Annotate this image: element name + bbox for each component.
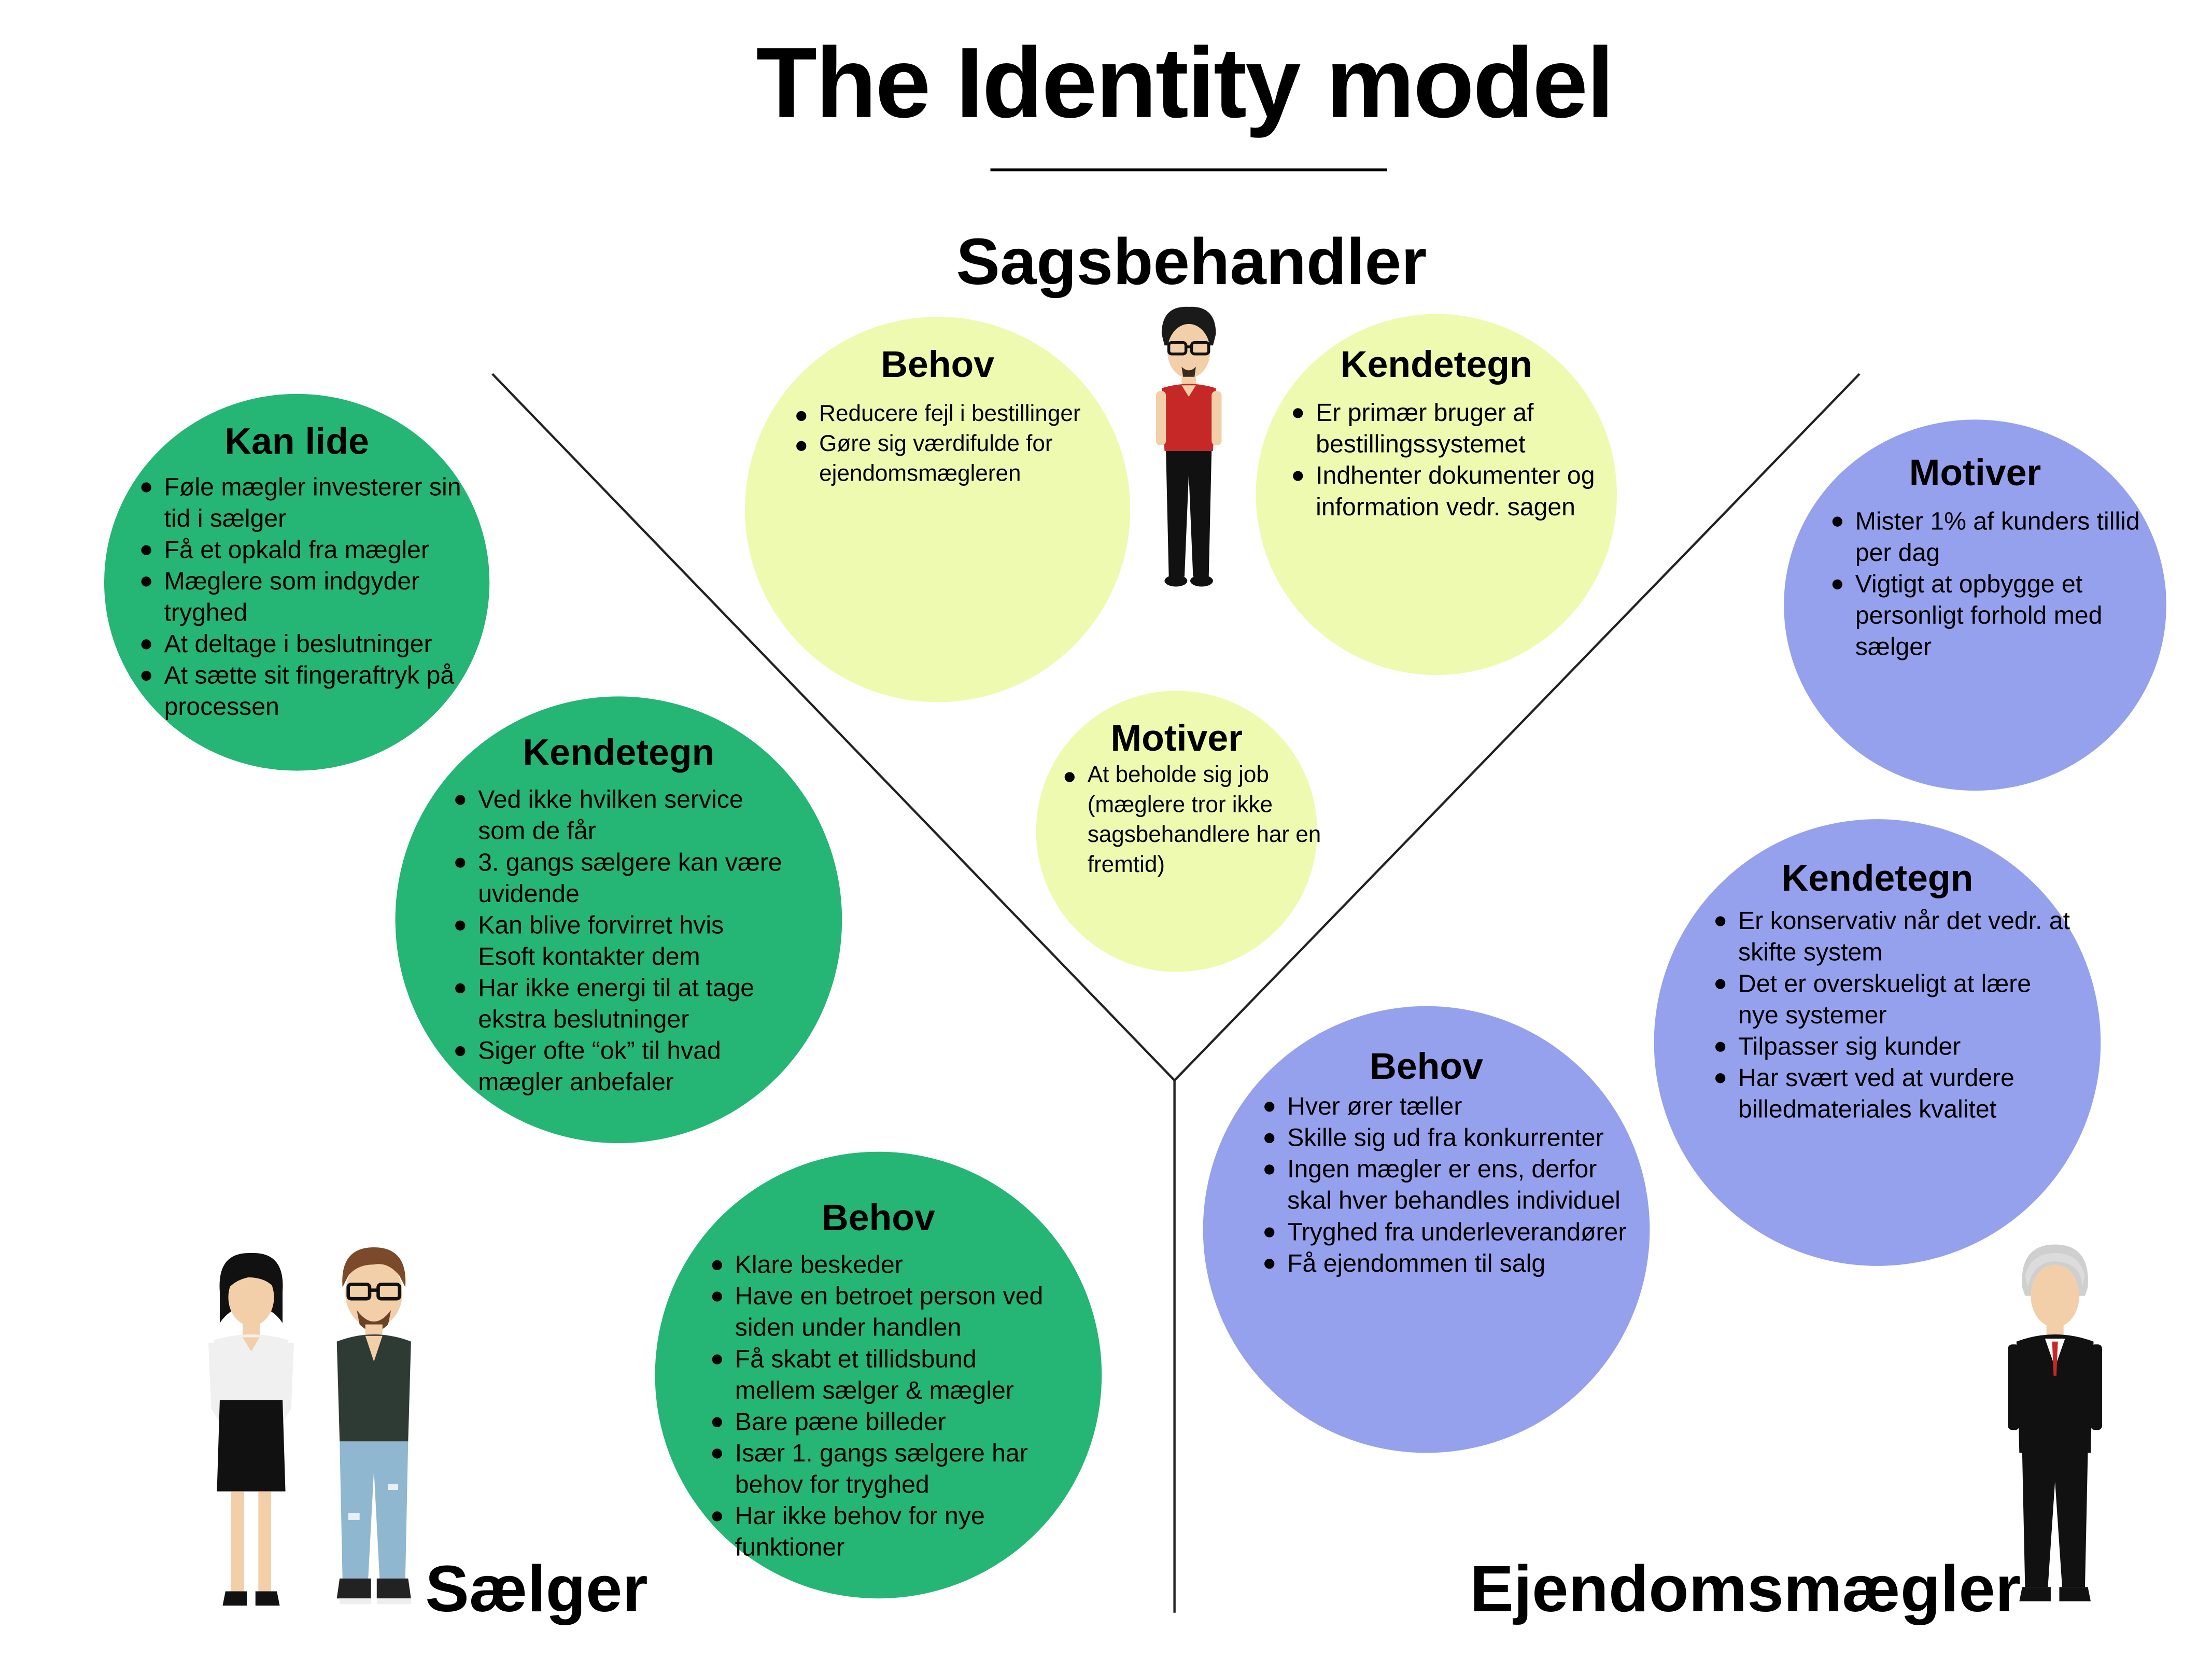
list-item: Har ikke energi til at tage ekstra beslu… [455, 972, 783, 1035]
list-item: Mæglere som indgyder tryghed [141, 565, 462, 628]
persona-label-saelger: Sælger [425, 1551, 648, 1626]
list-item: Det er overskueligt at lære nye systemer [1715, 967, 2072, 1030]
page-title: The Identity model [756, 27, 1614, 139]
list-item: Hver ører tæller [1264, 1090, 1647, 1122]
list-item: 3. gangs sælgere kan være uvidende [455, 846, 783, 909]
bullet-list: Føle mægler investerer sin tid i sælger … [141, 471, 462, 722]
list-item: Få skabt et tillidsbund mellem sælger & … [712, 1343, 1048, 1405]
bullet-list: Klare beskeder Have en betroet person ve… [712, 1249, 1048, 1563]
circle-sagsbehandler-behov: Behov Reducere fejl i bestillinger Gøre … [745, 317, 1131, 702]
persona-label-ejendomsmaegler: Ejendomsmægler [1470, 1551, 2021, 1626]
circle-title: Kan lide [224, 419, 369, 462]
circle-maegler-behov: Behov Hver ører tæller Skille sig ud fra… [1203, 1006, 1650, 1453]
list-item: Har ikke behov for nye funktioner [712, 1500, 1048, 1563]
circle-title: Motiver [1909, 451, 2041, 494]
bullet-list: Ved ikke hvilken service som de får 3. g… [455, 783, 783, 1098]
circle-maegler-kendetegn: Kendetegn Er konservativ når det vedr. a… [1654, 819, 2101, 1266]
circle-saelger-behov: Behov Klare beskeder Have en betroet per… [655, 1151, 1102, 1599]
list-item: Reducere fejl i bestillinger [796, 400, 1110, 430]
circle-title: Behov [881, 342, 995, 386]
circle-title: Motiver [1110, 716, 1243, 759]
divider-line-left [491, 373, 1176, 1081]
saelger-man-icon [336, 1247, 411, 1605]
bullet-list: At beholde sig job (mæglere tror ikke sa… [1064, 761, 1322, 880]
list-item: Er konservativ når det vedr. at skifte s… [1715, 905, 2072, 967]
list-item: Føle mægler investerer sin tid i sælger [141, 471, 462, 533]
list-item: Især 1. gangs sælgere har behov for tryg… [712, 1437, 1048, 1500]
bullet-list: Reducere fejl i bestillinger Gøre sig væ… [796, 400, 1110, 489]
list-item: Få ejendommen til salg [1264, 1247, 1647, 1279]
bullet-list: Er konservativ når det vedr. at skifte s… [1715, 905, 2072, 1124]
circle-maegler-motiver: Motiver Mister 1% af kunders tillid per … [1784, 419, 2166, 791]
ejendomsmaegler-man-icon [2008, 1244, 2103, 1601]
list-item: Kan blive forvirret hvis Esoft kontakter… [455, 909, 783, 972]
bullet-list: Mister 1% af kunders tillid per dag Vigt… [1832, 505, 2164, 663]
circle-title: Kendetegn [523, 730, 715, 774]
list-item: Indhenter dokumenter og information vedr… [1293, 459, 1621, 522]
circle-sagsbehandler-motiver: Motiver At beholde sig job (mæglere tror… [1036, 691, 1321, 972]
list-item: At beholde sig job (mæglere tror ikke sa… [1064, 761, 1322, 880]
list-item: At deltage i beslutninger [141, 628, 462, 659]
list-item: Tilpasser sig kunder [1715, 1031, 2072, 1062]
sagsbehandler-person-icon [1156, 306, 1222, 587]
persona-label-sagsbehandler: Sagsbehandler [956, 224, 1427, 299]
title-underline [990, 168, 1387, 172]
list-item: Har svært ved at vurdere billedmateriale… [1715, 1062, 2072, 1124]
list-item: Klare beskeder [712, 1249, 1048, 1281]
list-item: Have en betroet person ved siden under h… [712, 1280, 1048, 1343]
circle-title: Behov [822, 1195, 935, 1239]
bullet-list: Er primær bruger af bestillingssystemet … [1293, 397, 1621, 522]
list-item: Få et opkald fra mægler [141, 534, 462, 566]
circle-saelger-kendetegn: Kendetegn Ved ikke hvilken service som d… [395, 696, 842, 1144]
list-item: At sætte sit fingeraftryk på processen [141, 659, 462, 722]
circle-title: Behov [1370, 1045, 1483, 1088]
list-item: Ved ikke hvilken service som de får [455, 783, 783, 846]
list-item: Tryghed fra underleverandører [1264, 1216, 1647, 1247]
list-item: Siger ofte “ok” til hvad mægler anbefale… [455, 1035, 783, 1098]
list-item: Gøre sig værdifulde for ejendomsmægleren [796, 430, 1110, 490]
circle-title: Kendetegn [1340, 342, 1532, 386]
saelger-woman-icon [208, 1253, 294, 1606]
list-item: Ingen mægler er ens, derfor skal hver be… [1264, 1153, 1647, 1216]
list-item: Vigtigt at opbygge et personligt forhold… [1832, 568, 2164, 663]
list-item: Mister 1% af kunders tillid per dag [1832, 505, 2164, 568]
list-item: Bare pæne billeder [712, 1406, 1048, 1438]
divider-line-right [1174, 373, 1861, 1081]
circle-title: Kendetegn [1781, 856, 1974, 899]
circle-sagsbehandler-kendetegn: Kendetegn Er primær bruger af bestilling… [1256, 314, 1617, 676]
bullet-list: Hver ører tæller Skille sig ud fra konku… [1264, 1090, 1647, 1278]
list-item: Skille sig ud fra konkurrenter [1264, 1122, 1647, 1153]
circle-saelger-kan-lide: Kan lide Føle mægler investerer sin tid … [104, 393, 490, 771]
list-item: Er primær bruger af bestillingssystemet [1293, 397, 1621, 459]
